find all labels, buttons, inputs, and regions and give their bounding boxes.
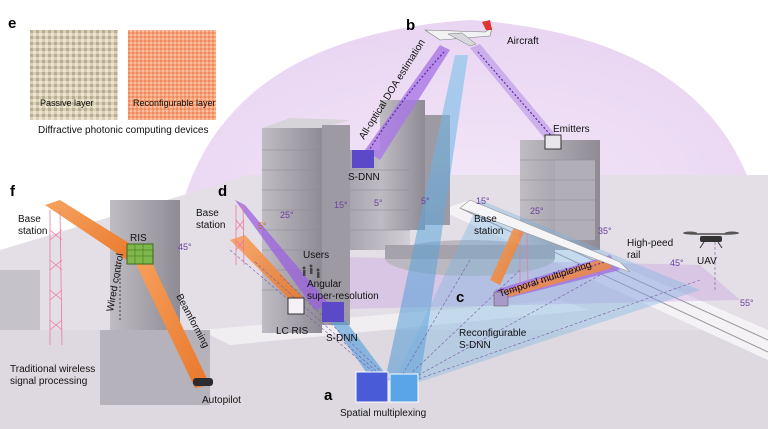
angle-15-c: 15° bbox=[476, 196, 490, 206]
panel-letter-a: a bbox=[324, 387, 333, 404]
panel-letter-c: c bbox=[456, 289, 464, 306]
purple-beam-d bbox=[235, 200, 330, 310]
autopilot-label: Autopilot bbox=[202, 395, 241, 406]
purple-beam-doa bbox=[365, 45, 450, 160]
building-windows bbox=[262, 149, 600, 291]
reconfig-sdnn-label-1: Reconfigurable bbox=[459, 328, 527, 339]
base-station-d-label-2: station bbox=[196, 220, 225, 231]
base-station-c-label-1: Base bbox=[474, 214, 497, 225]
wave-emitters bbox=[477, 51, 556, 141]
sdnn-device-top bbox=[352, 150, 374, 168]
base-station-f-label-1: Base bbox=[18, 214, 41, 225]
sdnn-top-label: S-DNN bbox=[348, 172, 380, 183]
uav-icon bbox=[683, 231, 739, 249]
emitter-panel bbox=[544, 134, 562, 150]
emitters-label: Emitters bbox=[553, 124, 590, 135]
base-station-d-tower bbox=[235, 204, 245, 266]
high-speed-label-1: High-peed bbox=[627, 238, 673, 249]
ris-label: RIS bbox=[130, 233, 147, 244]
lc-ris-label: LC RIS bbox=[276, 326, 309, 337]
diffractive-caption: Diffractive photonic computing devices bbox=[38, 125, 208, 136]
base-station-c-label-2: station bbox=[474, 226, 503, 237]
wired-control-label: Wired control bbox=[105, 253, 126, 313]
angle-5b-d: 5° bbox=[421, 196, 430, 206]
blue-beam-rail bbox=[395, 200, 700, 385]
angular-label-2: super-resolution bbox=[307, 291, 379, 302]
angle-25-c: 25° bbox=[530, 206, 544, 216]
blue-beam-sdnn bbox=[330, 320, 390, 385]
orange-beam-f-2 bbox=[130, 248, 210, 388]
uav-label: UAV bbox=[697, 256, 717, 267]
angle-45-f: 45° bbox=[178, 242, 192, 252]
angle-45-c: 45° bbox=[670, 258, 684, 268]
reconfig-sdnn-label-2: S-DNN bbox=[459, 340, 491, 351]
passive-layer-label: Passive layer bbox=[40, 98, 94, 108]
panel-letter-f: f bbox=[10, 183, 16, 200]
traditional-label-1: Traditional wireless bbox=[10, 364, 95, 375]
passive-layer-image bbox=[30, 30, 118, 120]
panel-letter-b: b bbox=[406, 17, 415, 34]
spatial-label: Spatial multiplexing bbox=[340, 408, 426, 419]
reconfig-layer-image bbox=[128, 30, 216, 120]
ris-panel bbox=[126, 243, 154, 265]
road-1 bbox=[200, 300, 590, 345]
traditional-label-2: signal processing bbox=[10, 376, 87, 387]
reconfig-layer-label: Reconfigurable layer bbox=[133, 98, 216, 108]
high-speed-label-2: rail bbox=[627, 250, 640, 261]
sdnn-d-label: S-DNN bbox=[326, 333, 358, 344]
rail-line-2 bbox=[459, 207, 768, 353]
angle-35-c: 35° bbox=[598, 226, 612, 236]
angle-55-c: 55° bbox=[740, 298, 754, 308]
angle-5c-d: 5° bbox=[258, 221, 267, 231]
train-icon bbox=[459, 199, 631, 273]
sdnn-device-d bbox=[322, 302, 344, 322]
orange-beam-f-1 bbox=[45, 200, 140, 262]
dashed-rays bbox=[229, 235, 716, 383]
panel-letter-e: e bbox=[8, 15, 16, 32]
aircraft-label: Aircraft bbox=[507, 36, 539, 47]
beamforming-label: Beamforming bbox=[173, 292, 211, 350]
users-icon bbox=[302, 264, 320, 278]
doa-label: All-optical DOA estimation bbox=[357, 38, 428, 142]
base-station-d-label-1: Base bbox=[196, 208, 219, 219]
orange-beam-c-base bbox=[490, 225, 525, 285]
base-station-f-tower bbox=[49, 209, 63, 346]
spatial-screen-2 bbox=[389, 373, 419, 403]
angle-25-d: 25° bbox=[280, 210, 294, 220]
base-station-c-tower bbox=[519, 227, 529, 286]
angle-5-d: 5° bbox=[374, 198, 383, 208]
base-station-f-label-2: station bbox=[18, 226, 47, 237]
temporal-label: Temporal multiplexing bbox=[498, 260, 593, 300]
spatial-screen-1 bbox=[355, 371, 389, 403]
blue-beam-aircraft bbox=[385, 55, 468, 380]
reconfig-sdnn-device bbox=[493, 291, 509, 307]
wave-doa bbox=[367, 51, 445, 153]
angle-15-d: 15° bbox=[334, 200, 348, 210]
autopilot-car-icon bbox=[193, 378, 213, 386]
lc-ris-panel bbox=[287, 297, 305, 315]
angular-label-1: Angular bbox=[307, 279, 342, 290]
aircraft-icon bbox=[423, 20, 493, 47]
users-label: Users bbox=[303, 250, 329, 261]
panel-letter-d: d bbox=[218, 183, 227, 200]
orange-beam-d bbox=[230, 235, 305, 305]
